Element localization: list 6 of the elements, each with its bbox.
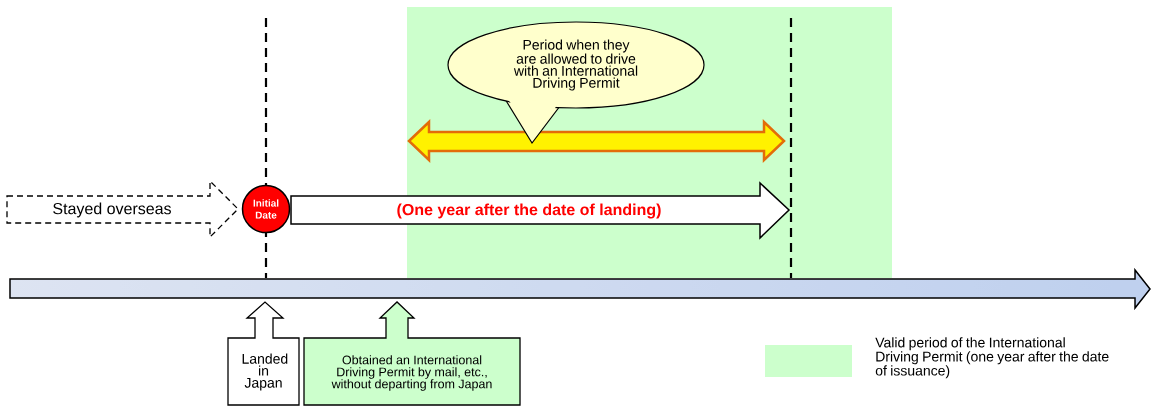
period-span-indicator <box>407 119 786 163</box>
period-span-banner: (One year after the date of landing) <box>290 181 791 240</box>
arrow-callout: Obtained an International Driving Permit by mail, etc., without departing from Japan <box>303 301 521 406</box>
arrow-callout: Landed in Japan <box>227 301 300 406</box>
legend-text: Valid period of the International Driving Permit (one year after the date of issuance) <box>875 337 1109 379</box>
speech-bubble: Period when they are allowed to drive with an International Driving Permit <box>447 21 705 145</box>
